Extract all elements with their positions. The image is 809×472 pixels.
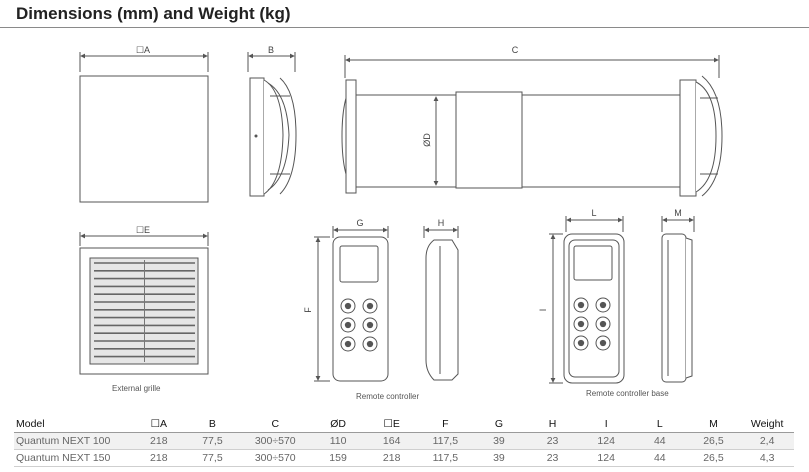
value-cell: 124 (579, 449, 633, 467)
value-cell: 26,5 (686, 449, 741, 467)
column-header: C (239, 416, 312, 433)
remote-button-icon (599, 339, 607, 347)
dim-f-label: F (303, 307, 313, 313)
model-cell: Quantum NEXT 150 (14, 449, 132, 467)
base-remote-display (573, 245, 613, 281)
header-rule (0, 27, 809, 28)
dim-h-label: H (438, 218, 445, 228)
column-header: ☐A (132, 416, 186, 433)
external-grille-view (79, 232, 209, 375)
remote-base-caption: Remote controller base (586, 389, 669, 398)
remote-button-icon (599, 301, 607, 309)
column-header: ☐E (364, 416, 419, 433)
remote-button-icon (599, 320, 607, 328)
remote-controller-view (314, 226, 389, 382)
remote-button-icon (344, 302, 352, 310)
remote-button-grid (340, 298, 378, 352)
dim-b-label: B (268, 45, 274, 55)
column-header: I (579, 416, 633, 433)
value-cell: 124 (579, 432, 633, 450)
remote-button-icon (366, 340, 374, 348)
value-cell: 39 (472, 432, 526, 450)
value-cell: 23 (525, 432, 580, 450)
dim-m-label: M (674, 208, 682, 218)
column-header: F (418, 416, 473, 433)
remote-button-icon (344, 340, 352, 348)
front-cover-panel (79, 75, 209, 203)
remote-base-side-view (661, 216, 695, 383)
value-cell: 77,5 (185, 449, 240, 467)
side-cover-view (247, 52, 297, 197)
remote-base-view (549, 216, 625, 384)
value-cell: 44 (633, 449, 687, 467)
front-cover-view (79, 52, 209, 203)
column-header: ØD (311, 416, 365, 433)
value-cell: 2,4 (740, 432, 794, 450)
column-header: L (633, 416, 687, 433)
page-title: Dimensions (mm) and Weight (kg) (16, 4, 291, 23)
base-button-grid (573, 297, 611, 351)
value-cell: 44 (633, 432, 687, 450)
dim-d-label: ØD (422, 133, 432, 147)
value-cell: 23 (525, 449, 580, 467)
dim-i-label: I (538, 309, 548, 312)
external-grille-caption: External grille (112, 384, 161, 393)
remote-button-icon (366, 302, 374, 310)
dim-c-label: C (512, 45, 519, 55)
dim-a-label: ☐A (136, 45, 150, 55)
remote-button-icon (577, 320, 585, 328)
value-cell: 300÷570 (239, 449, 312, 467)
column-header: G (472, 416, 526, 433)
value-cell: 218 (364, 449, 419, 467)
value-cell: 39 (472, 449, 526, 467)
remote-controller-caption: Remote controller (356, 392, 419, 401)
header: Dimensions (mm) and Weight (kg) (0, 0, 809, 30)
value-cell: 4,3 (740, 449, 794, 467)
value-cell: 117,5 (418, 432, 473, 450)
remote-button-icon (577, 339, 585, 347)
column-header: Weight (740, 416, 794, 433)
value-cell: 218 (132, 449, 186, 467)
column-header: B (185, 416, 240, 433)
remote-side-view (423, 226, 459, 381)
value-cell: 110 (311, 432, 365, 450)
model-cell: Quantum NEXT 100 (14, 432, 132, 450)
remote-button-icon (366, 321, 374, 329)
value-cell: 300÷570 (239, 432, 312, 450)
column-header: M (686, 416, 741, 433)
dim-l-label: L (591, 208, 596, 218)
remote-button-icon (344, 321, 352, 329)
value-cell: 218 (132, 432, 186, 450)
dim-e-label: ☐E (136, 225, 150, 235)
remote-button-icon (577, 301, 585, 309)
unit-side-view (341, 55, 723, 197)
technical-drawing: ☐A B C ØD (79, 45, 723, 401)
value-cell: 26,5 (686, 432, 741, 450)
dim-g-label: G (356, 218, 363, 228)
value-cell: 117,5 (418, 449, 473, 467)
value-cell: 159 (311, 449, 365, 467)
remote-display (339, 245, 379, 283)
grille-slats (94, 260, 195, 362)
column-header: Model (14, 416, 132, 433)
value-cell: 77,5 (185, 432, 240, 450)
value-cell: 164 (364, 432, 419, 450)
column-header: H (525, 416, 580, 433)
